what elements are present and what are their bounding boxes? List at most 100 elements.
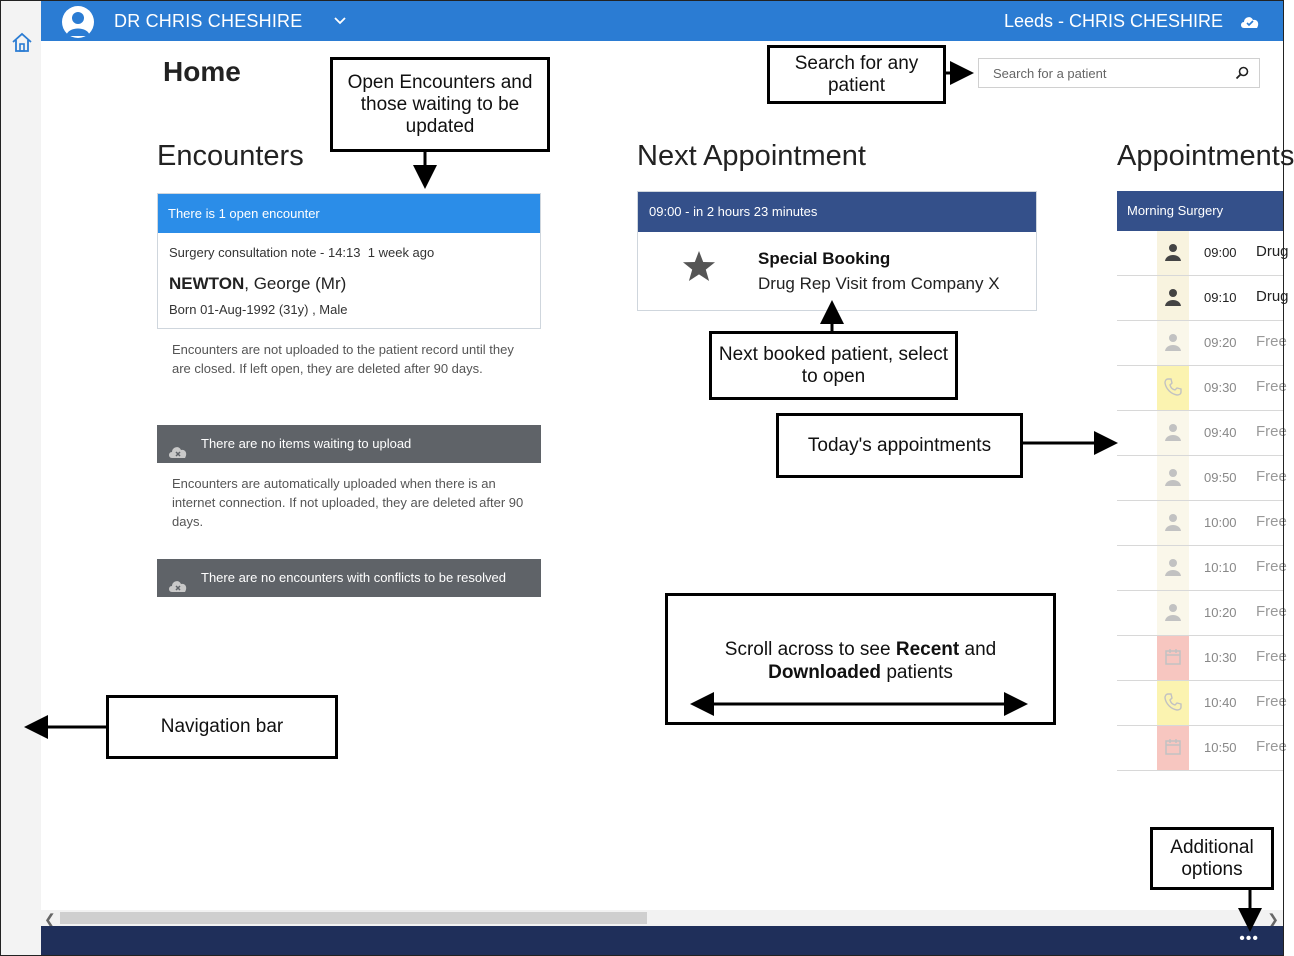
conflict-status-bar[interactable]: There are no encounters with conflicts t… — [157, 559, 541, 597]
person-icon — [1164, 468, 1182, 486]
appointment-slot[interactable]: 10:20 Free — [1117, 591, 1287, 636]
slot-status-strip — [1157, 411, 1189, 455]
slot-status-strip — [1157, 321, 1189, 365]
callout-todays-appointments: Today's appointments — [776, 413, 1023, 478]
open-encounter-header: There is 1 open encounter — [158, 194, 540, 233]
cloud-upload-icon — [167, 436, 189, 458]
callout-next-patient: Next booked patient, select to open — [709, 331, 958, 400]
appointment-slot[interactable]: 10:50 Free — [1117, 726, 1287, 771]
slot-status-strip — [1157, 366, 1189, 410]
next-appointment-title: Next Appointment — [637, 140, 866, 172]
page-title: Home — [163, 56, 241, 87]
callout-navigation-bar: Navigation bar — [106, 695, 338, 759]
appointment-slot[interactable]: 09:10 Drug — [1117, 276, 1289, 321]
horizontal-scrollbar[interactable]: ❮ ❯ — [41, 910, 1283, 927]
callout-search: Search for any patient — [767, 45, 946, 104]
booking-title: Special Booking — [758, 249, 891, 268]
open-encounter-card[interactable]: There is 1 open encounter Surgery consul… — [157, 193, 541, 329]
person-icon — [1164, 333, 1182, 351]
upload-status-text: There are no items waiting to upload — [201, 436, 412, 451]
slot-status-strip — [1157, 456, 1189, 500]
top-bar: DR CHRIS CHESHIRE Leeds - CHRIS CHESHIRE — [41, 1, 1283, 41]
bottom-bar: ••• — [41, 926, 1283, 955]
scroll-right-icon[interactable]: ❯ — [1267, 911, 1279, 927]
session-header[interactable]: Morning Surgery — [1117, 191, 1283, 231]
appointment-slot[interactable]: 09:00 Drug — [1117, 231, 1289, 276]
home-icon[interactable] — [11, 31, 33, 53]
patient-name: NEWTON, George (Mr) — [169, 274, 346, 294]
chevron-down-icon[interactable] — [333, 14, 347, 28]
slot-status-strip — [1157, 636, 1189, 680]
slot-time: 09:30 — [1204, 380, 1237, 395]
person-icon — [1164, 558, 1182, 576]
slot-time: 10:30 — [1204, 650, 1237, 665]
callout-additional-options: Additional options — [1150, 827, 1274, 890]
conflict-status-text: There are no encounters with conflicts t… — [201, 570, 506, 585]
next-appointment-card[interactable]: 09:00 - in 2 hours 23 minutes Special Bo… — [637, 191, 1037, 311]
person-icon — [1164, 513, 1182, 531]
appointment-slot[interactable]: 09:50 Free — [1117, 456, 1287, 501]
slot-description: Drug — [1256, 243, 1289, 260]
encounter-age: 1 week ago — [367, 245, 435, 260]
person-icon — [1164, 243, 1182, 261]
slot-description: Free — [1256, 513, 1287, 530]
scroll-left-icon[interactable]: ❮ — [44, 911, 56, 927]
appointments-title: Appointments — [1117, 140, 1294, 172]
site-name: Leeds - CHRIS CHESHIRE — [1003, 11, 1223, 31]
more-options-icon[interactable]: ••• — [1239, 930, 1259, 947]
user-name[interactable]: DR CHRIS CHESHIRE — [114, 11, 303, 31]
scrollbar-thumb[interactable] — [60, 912, 647, 924]
appointment-slot[interactable]: 10:10 Free — [1117, 546, 1287, 591]
slot-time: 10:10 — [1204, 560, 1237, 575]
person-icon — [1164, 423, 1182, 441]
slot-status-strip — [1157, 231, 1189, 275]
encounter-meta: Surgery consultation note - 14:13 1 week… — [169, 245, 434, 260]
encounter-open-note: Encounters are not uploaded to the patie… — [172, 342, 514, 376]
appointment-slot[interactable]: 09:30 Free — [1117, 366, 1287, 411]
appointment-slot[interactable]: 10:00 Free — [1117, 501, 1287, 546]
patient-surname: NEWTON — [169, 274, 245, 293]
star-icon — [682, 250, 716, 282]
slot-description: Free — [1256, 738, 1287, 755]
slot-status-strip — [1157, 546, 1189, 590]
slot-time: 10:00 — [1204, 515, 1237, 530]
slot-status-strip — [1157, 501, 1189, 545]
calendar-icon — [1164, 648, 1182, 666]
slot-time: 09:10 — [1204, 290, 1237, 305]
phone-icon — [1164, 378, 1182, 396]
cloud-sync-icon[interactable] — [1239, 12, 1261, 30]
slot-time: 09:50 — [1204, 470, 1237, 485]
search-icon[interactable] — [1235, 66, 1249, 80]
slot-time: 09:40 — [1204, 425, 1237, 440]
slot-time: 10:50 — [1204, 740, 1237, 755]
next-appointment-header: 09:00 - in 2 hours 23 minutes — [638, 192, 1036, 232]
callout-open-encounters: Open Encounters and those waiting to be … — [330, 57, 550, 152]
slot-time: 10:20 — [1204, 605, 1237, 620]
slot-description: Free — [1256, 603, 1287, 620]
slot-description: Free — [1256, 558, 1287, 575]
patient-born: Born 01-Aug-1992 (31y) , Male — [169, 302, 348, 317]
slot-description: Drug — [1256, 288, 1289, 305]
slot-description: Free — [1256, 333, 1287, 350]
upload-status-bar[interactable]: There are no items waiting to upload — [157, 425, 541, 463]
calendar-icon — [1164, 738, 1182, 756]
slot-time: 09:00 — [1204, 245, 1237, 260]
person-icon — [1164, 603, 1182, 621]
user-avatar-icon[interactable] — [62, 6, 94, 38]
slot-description: Free — [1256, 378, 1287, 395]
patient-search[interactable] — [978, 58, 1260, 88]
person-icon — [1164, 288, 1182, 306]
search-input[interactable] — [991, 65, 1235, 82]
slot-status-strip — [1157, 681, 1189, 725]
slot-description: Free — [1256, 468, 1287, 485]
slot-description: Free — [1256, 693, 1287, 710]
encounter-type-time: Surgery consultation note - 14:13 — [169, 245, 361, 260]
